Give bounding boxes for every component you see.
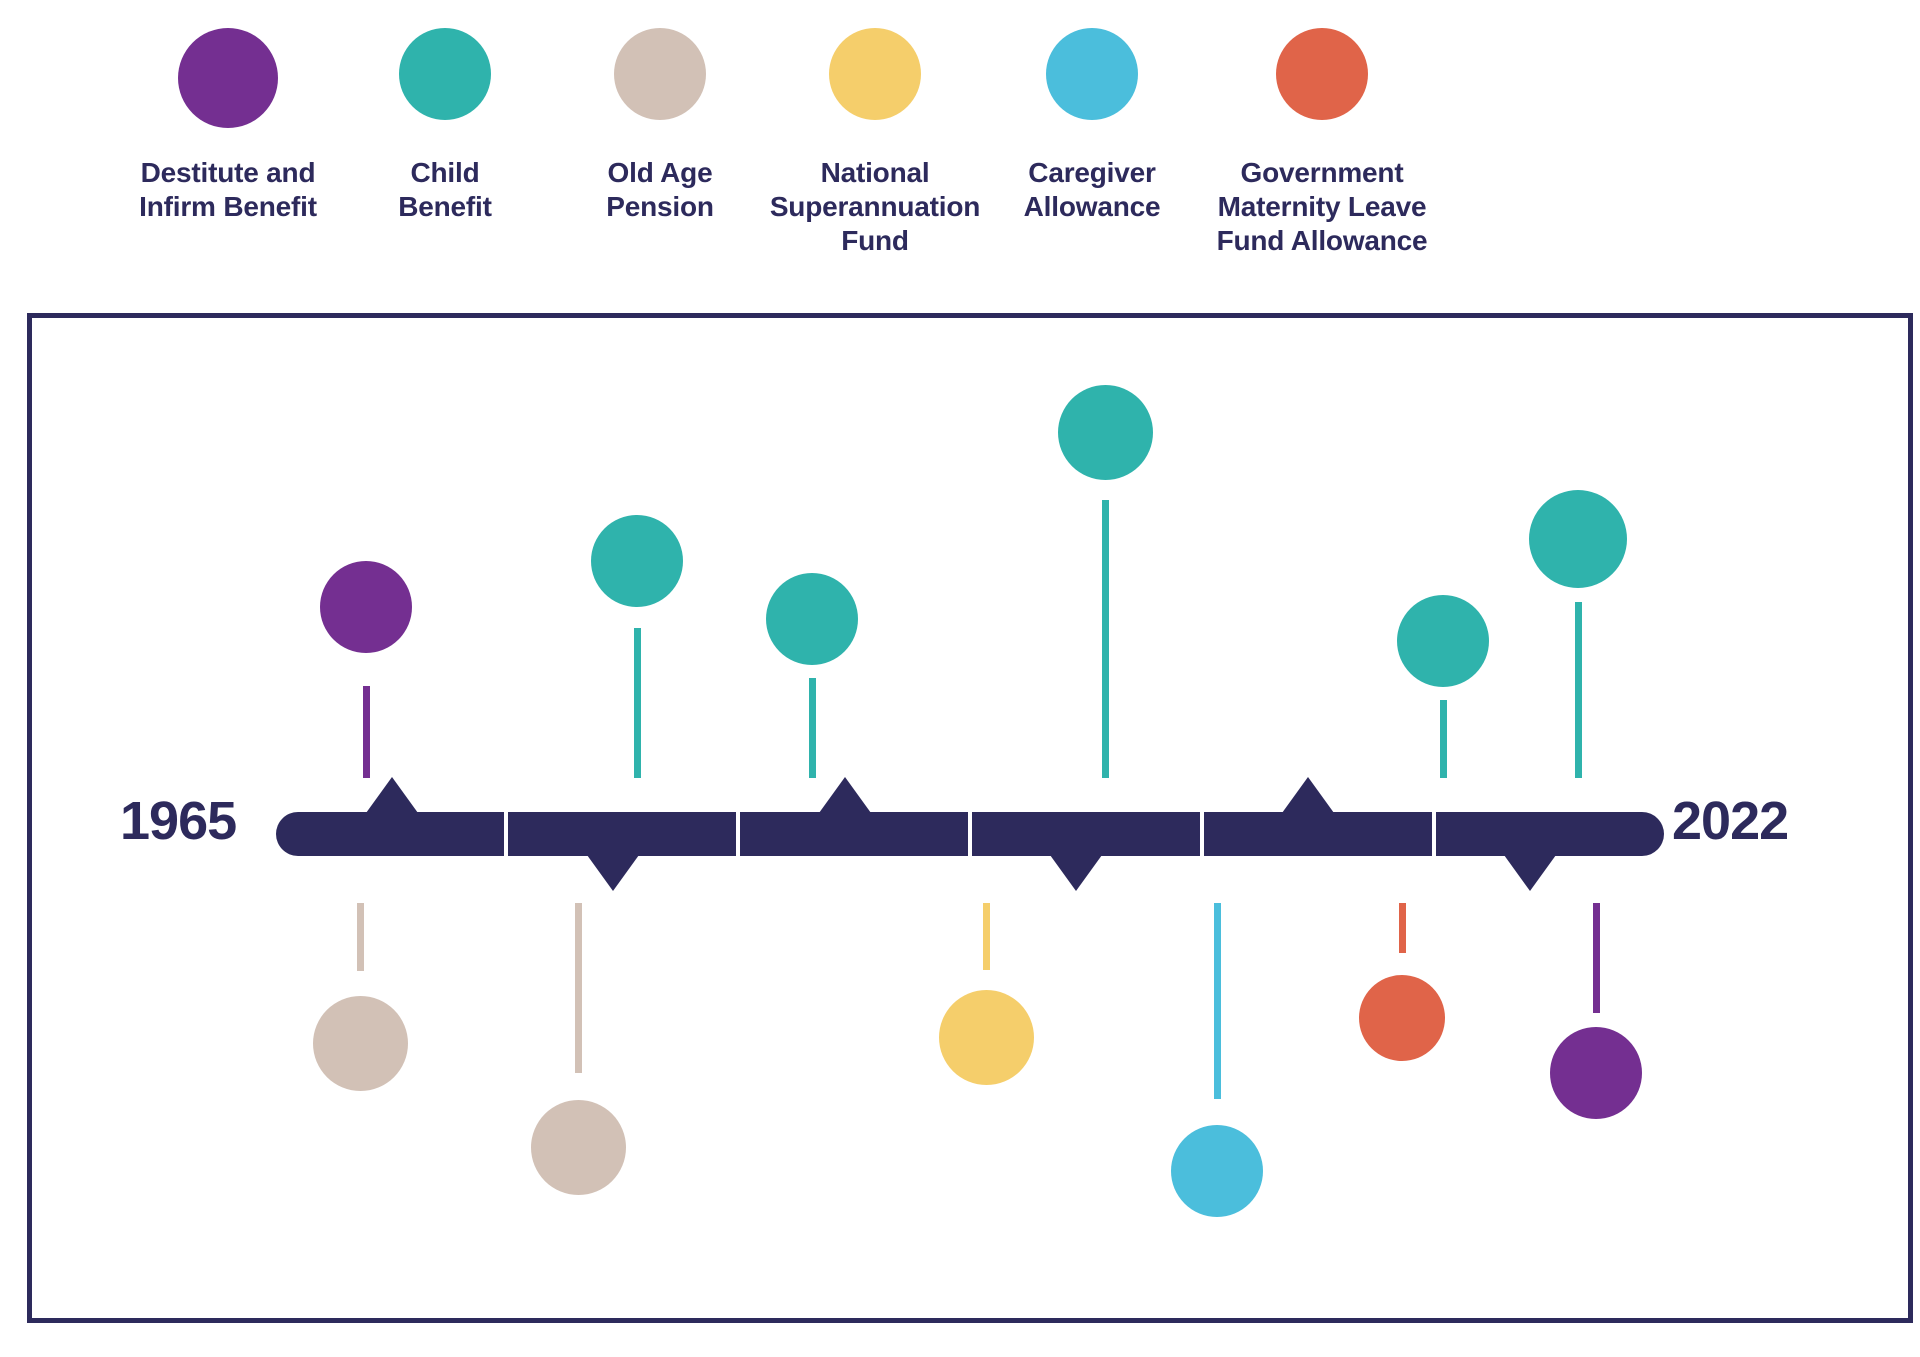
legend-swatch-circle-icon: [1046, 28, 1138, 120]
timeline-pointer-down-1: [587, 855, 639, 891]
event-node-above-3[interactable]: [1057, 385, 1153, 480]
legend-swatch-circle-icon: [829, 28, 921, 120]
event-stem-below-0: [356, 903, 364, 971]
timeline-segment-1: [508, 812, 736, 856]
legend-item-5[interactable]: Government Maternity Leave Fund Allowanc…: [1197, 28, 1447, 258]
legend-item-label: National Superannuation Fund: [769, 157, 981, 257]
timeline-start-year: 1965: [120, 791, 237, 851]
legend-item-0[interactable]: Destitute and Infirm Benefit: [103, 28, 353, 224]
legend-item-2[interactable]: Old Age Pension: [535, 28, 785, 224]
event-node-below-4[interactable]: [1359, 975, 1445, 1061]
event-node-above-2[interactable]: [766, 573, 858, 665]
timeline-segment-2: [740, 812, 968, 856]
event-node-below-3[interactable]: [1171, 1125, 1263, 1217]
legend-swatch-circle-icon: [178, 28, 278, 128]
legend-swatch-circle-icon: [1276, 28, 1368, 120]
event-stem-above-5: [1574, 602, 1582, 778]
event-stem-below-4: [1398, 903, 1406, 953]
timeline-pointer-down-5: [1504, 855, 1556, 891]
legend-swatch-circle-icon: [614, 28, 706, 120]
event-node-below-5[interactable]: [1550, 1027, 1642, 1119]
legend: Destitute and Infirm Benefit Child Benefi…: [0, 0, 1920, 256]
timeline-segment-4: [1204, 812, 1432, 856]
event-node-above-0[interactable]: [320, 561, 412, 653]
legend-item-1[interactable]: Child Benefit: [320, 28, 570, 224]
legend-item-label: Caregiver Allowance: [1023, 157, 1161, 223]
event-node-below-1[interactable]: [530, 1100, 626, 1195]
event-stem-above-4: [1439, 700, 1447, 778]
timeline-segment-3: [972, 812, 1200, 856]
timeline-pointer-down-3: [1050, 855, 1102, 891]
event-stem-below-5: [1592, 903, 1600, 1013]
legend-item-label: Child Benefit: [398, 157, 492, 223]
legend-swatch-circle-icon: [399, 28, 491, 120]
event-stem-above-2: [808, 678, 816, 778]
legend-item-label: Old Age Pension: [606, 157, 714, 223]
event-node-above-5[interactable]: [1529, 490, 1627, 588]
event-stem-above-3: [1101, 500, 1109, 778]
timeline-pointer-up-0: [366, 777, 418, 813]
legend-item-4[interactable]: Caregiver Allowance: [967, 28, 1217, 224]
timeline-pointer-up-2: [819, 777, 871, 813]
timeline-end-year: 2022: [1672, 791, 1789, 851]
event-node-above-4[interactable]: [1397, 595, 1489, 687]
timeline-segment-0: [276, 812, 504, 856]
timeline-segment-5: [1436, 812, 1664, 856]
legend-item-3[interactable]: National Superannuation Fund: [750, 28, 1000, 258]
event-stem-below-3: [1213, 903, 1221, 1099]
event-stem-below-1: [574, 903, 582, 1073]
event-stem-above-0: [362, 686, 370, 778]
event-node-above-1[interactable]: [591, 515, 683, 607]
timeline-pointer-up-4: [1282, 777, 1334, 813]
event-node-below-2[interactable]: [938, 990, 1034, 1085]
event-stem-below-2: [982, 903, 990, 970]
event-stem-above-1: [633, 628, 641, 778]
event-node-below-0[interactable]: [312, 996, 408, 1091]
legend-item-label: Destitute and Infirm Benefit: [139, 157, 317, 223]
legend-item-label: Government Maternity Leave Fund Allowanc…: [1216, 157, 1428, 257]
